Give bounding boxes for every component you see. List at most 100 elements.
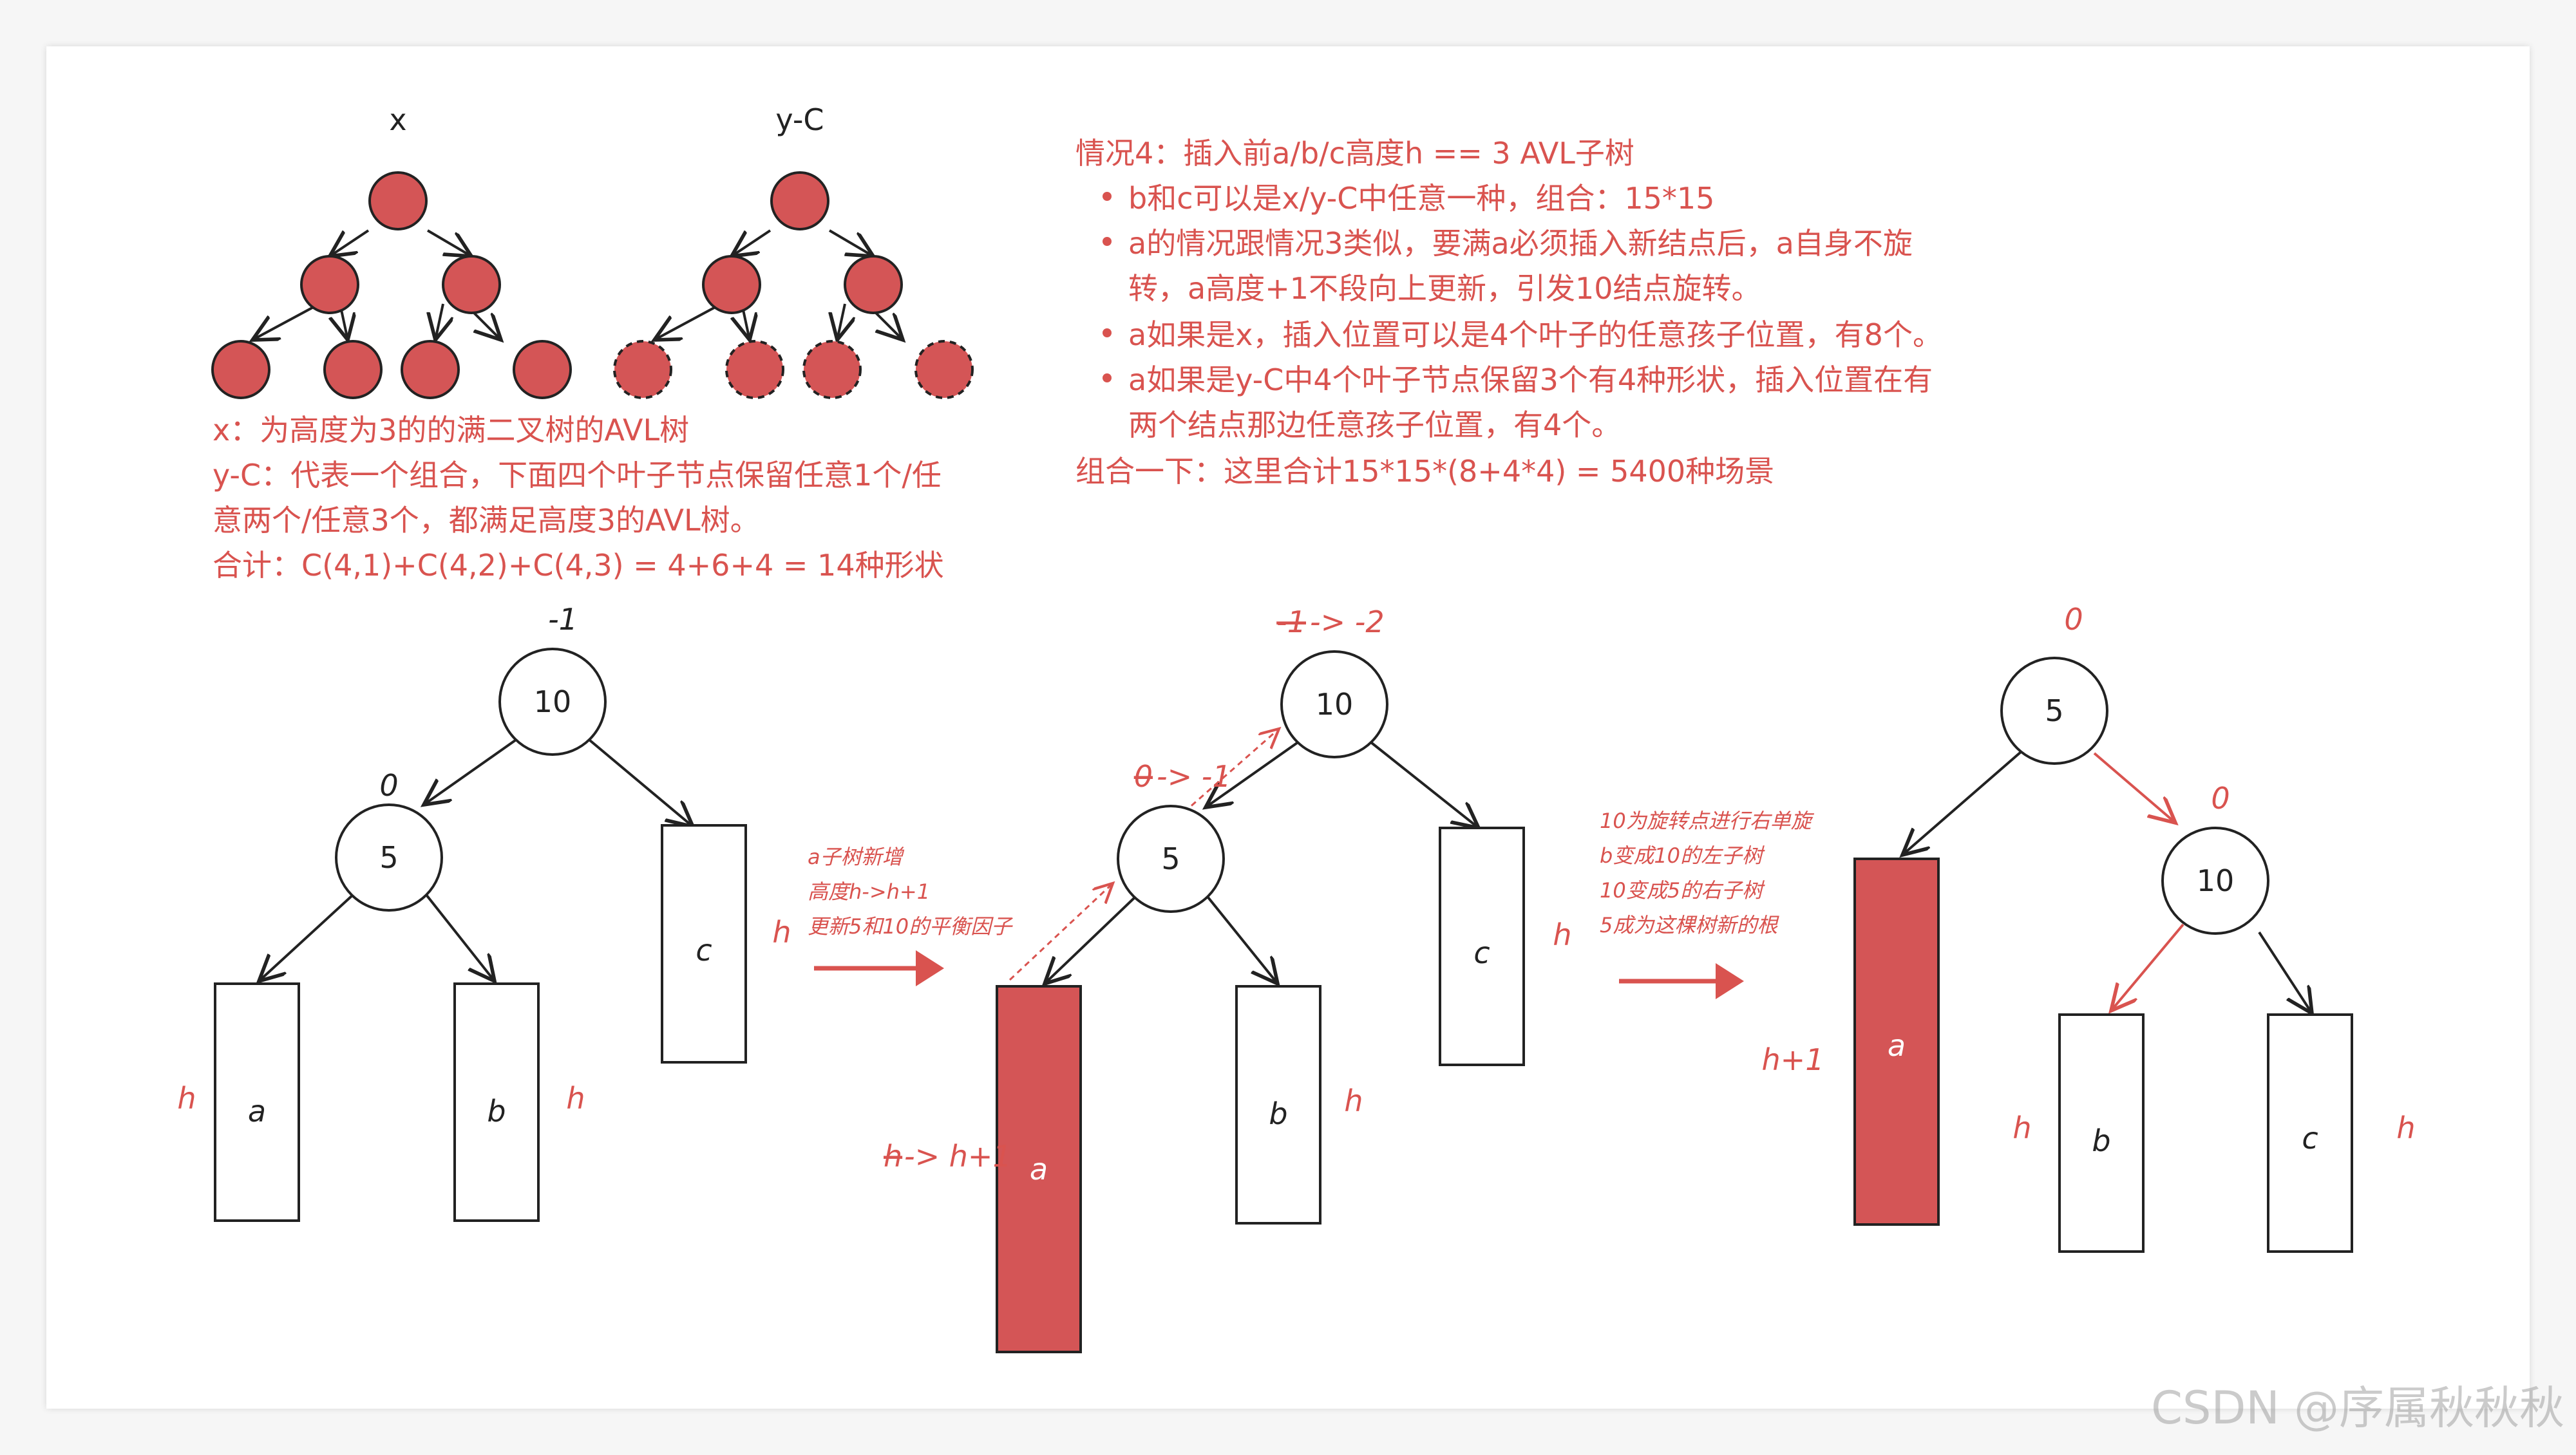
bf-10-new: -> -2 [1310,605,1385,639]
node-10 [1280,650,1388,758]
subtree-a-label: a [248,1094,266,1129]
diagram-before: -1 10 0 5 a h b h c h [177,602,791,1222]
case4-title: 情况4：插入前a/b/c高度h == 3 AVL子树 [1075,136,1634,171]
edge [424,739,516,805]
height-a-new: -> h+1 [904,1139,1012,1174]
edge [425,894,495,981]
tree-x-label: x [389,102,406,137]
tree-x [211,171,572,399]
node-5-label: 5 [2045,693,2063,728]
new-edge [2111,923,2184,1011]
arrow2-note-2: b变成10的左子树 [1600,843,1765,868]
edge [2258,931,2312,1013]
tree-node [442,255,501,314]
edge [252,303,320,340]
tree-node-optional [613,340,672,399]
node-5 [335,803,443,912]
edge [1370,742,1479,828]
bullet-dot [1103,237,1112,246]
node-10-label: 10 [2197,863,2235,898]
arrow2-note-1: 10为旋转点进行右单旋 [1600,809,1815,833]
case4-bullet-3: a如果是x，插入位置可以是4个叶子的任意孩子位置，有8个。 [1128,317,1942,352]
height-c: h [1553,917,1571,952]
bf-5-old: 0 [1134,759,1153,794]
note-x-definition: x：为高度为3的的满二叉树的AVL树 [213,413,690,447]
bullet-dot [1103,192,1112,201]
tree-node [513,340,572,399]
subtree-a-label: a [1888,1028,1906,1063]
new-edge [2093,752,2175,823]
node-5 [1117,805,1225,913]
diagram-canvas: x：为高度为3的的满二叉树的AVL树 y-C：代表一个组合，下面四个叶子节点保留… [46,46,2530,1409]
case4-bullet-4-cont: 两个结点那边任意孩子位置，有4个。 [1128,408,1622,442]
node-10-label: 10 [534,684,572,719]
height-b: h [566,1081,585,1116]
tree-node [300,255,359,314]
diagram-after-insert: -1 -> -2 10 0 -> -1 5 a h -> h+1 b h c h [884,605,1572,1353]
subtree-c [2267,1013,2353,1253]
tree-node [368,171,428,230]
tree-yc-label: y-C [775,102,824,137]
height-c: h [772,915,791,950]
arrow2-note-3: 10变成5的右子树 [1600,878,1765,903]
bf-5: 0 [379,768,398,803]
node-5 [2000,657,2108,765]
tree-node-optional [914,340,974,399]
subtree-c [661,824,747,1064]
tree-yc [613,171,974,399]
edge [435,303,443,340]
bf-5-new: -> -1 [1157,759,1231,794]
subtree-c-label: c [2302,1121,2318,1156]
edge [1902,751,2022,855]
transition-arrow-2: 10为旋转点进行右单旋 b变成10的左子树 10变成5的右子树 5成为这棵树新的… [1600,809,1815,999]
arrow1-note-1: a子树新增 [808,845,905,869]
height-a: h [177,1081,196,1116]
update-path [1009,883,1113,981]
bf-10: 0 [2211,781,2230,816]
edge [426,229,471,256]
note-shape-count: 合计：C(4,1)+C(4,2)+C(4,3) = 4+6+4 = 14种形状 [213,548,944,583]
node-5-label: 5 [1161,841,1180,876]
height-c: h [2396,1111,2415,1145]
edge [654,303,722,340]
edge [1206,742,1298,807]
arrow1-note-2: 高度h->h+1 [808,879,930,904]
tree-node [844,255,903,314]
subtree-a-grown [1853,858,1940,1226]
edge [828,229,873,256]
node-10 [2161,827,2269,935]
subtree-b [2058,1013,2145,1253]
bf-10-old: -1 [1276,605,1306,639]
case4-bullet-1: b和c可以是x/y-C中任意一种，组合：15*15 [1128,181,1715,216]
transition-arrow-1: a子树新增 高度h->h+1 更新5和10的平衡因子 [808,845,1013,986]
subtree-c [1439,827,1525,1066]
case4-bullet-2-cont: 转，a高度+1不段向上更新，引发10结点旋转。 [1128,271,1761,306]
height-a-old: h [884,1139,902,1174]
subtree-b-label: b [487,1094,506,1129]
edge [589,739,693,827]
subtree-b [1235,985,1321,1225]
arrow2-note-4: 5成为这棵树新的根 [1600,913,1779,937]
tree-node [211,340,270,399]
tree-node [702,255,761,314]
tree-diagrams: x y-C [177,102,2416,1353]
subtree-a-label: a [1030,1152,1048,1187]
edge [259,894,354,981]
case4-bullet-2: a的情况跟情况3类似，要满a必须插入新结点后，a自身不旋 [1128,226,1913,261]
edge [837,303,845,340]
edge [330,229,370,256]
subtree-b-label: b [1269,1096,1287,1131]
edge [1045,896,1136,984]
bf-5: 0 [2064,602,2083,637]
node-10 [498,648,607,756]
height-b: h [1344,1084,1363,1118]
subtree-b-label: b [2092,1123,2110,1158]
edge [1207,896,1278,984]
node-5-label: 5 [379,840,398,875]
note-yc-definition-1: y-C：代表一个组合，下面四个叶子节点保留任意1个/任 [213,458,942,493]
bullet-dot [1103,328,1112,337]
tree-node-optional [802,340,862,399]
node-10-label: 10 [1316,687,1354,722]
height-a: h+1 [1762,1042,1824,1077]
bullet-dot [1103,373,1112,382]
